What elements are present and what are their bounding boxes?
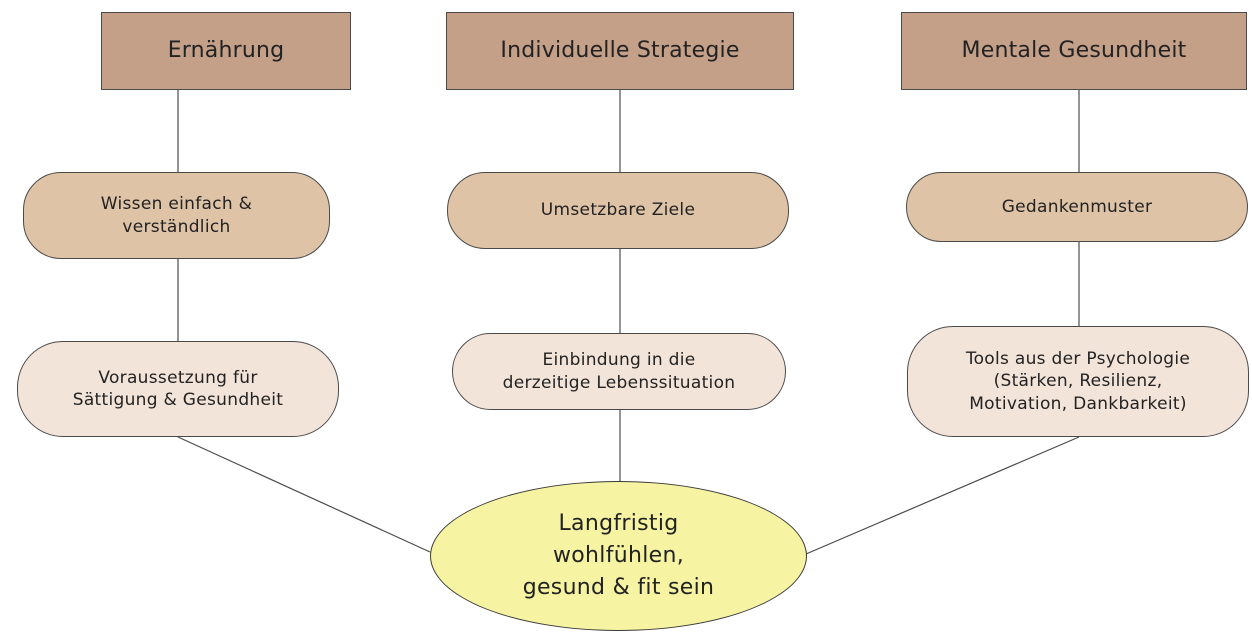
header-individuelle-strategie-label: Individuelle Strategie bbox=[500, 37, 740, 63]
node-voraussetzung: Voraussetzung für Sättigung & Gesundheit bbox=[17, 341, 339, 437]
node-wissen-einfach: Wissen einfach & verständlich bbox=[23, 172, 330, 259]
node-tools-psychologie-label: Tools aus der Psychologie (Stärken, Resi… bbox=[965, 349, 1191, 414]
node-tools-psychologie: Tools aus der Psychologie (Stärken, Resi… bbox=[907, 326, 1249, 437]
goal-ellipse: Langfristig wohlfühlen, gesund & fit sei… bbox=[430, 481, 807, 631]
node-umsetzbare-ziele: Umsetzbare Ziele bbox=[447, 172, 789, 249]
node-einbindung: Einbindung in die derzeitige Lebenssitua… bbox=[452, 333, 786, 410]
connector-mental-detail-goal bbox=[805, 436, 1080, 555]
header-mentale-gesundheit: Mentale Gesundheit bbox=[901, 12, 1247, 90]
connector-ernaehrung-detail-goal bbox=[177, 436, 431, 553]
node-voraussetzung-label: Voraussetzung für Sättigung & Gesundheit bbox=[72, 367, 284, 410]
node-einbindung-label: Einbindung in die derzeitige Lebenssitua… bbox=[502, 350, 736, 393]
header-individuelle-strategie: Individuelle Strategie bbox=[446, 12, 794, 90]
node-wissen-einfach-label: Wissen einfach & verständlich bbox=[100, 194, 253, 237]
header-ernaehrung: Ernährung bbox=[101, 12, 351, 90]
node-umsetzbare-ziele-label: Umsetzbare Ziele bbox=[540, 200, 696, 221]
header-mentale-gesundheit-label: Mentale Gesundheit bbox=[961, 37, 1187, 63]
header-ernaehrung-label: Ernährung bbox=[167, 37, 285, 63]
goal-label: Langfristig wohlfühlen, gesund & fit sei… bbox=[522, 511, 715, 600]
node-gedankenmuster-label: Gedankenmuster bbox=[1001, 196, 1153, 217]
node-gedankenmuster: Gedankenmuster bbox=[906, 172, 1248, 242]
